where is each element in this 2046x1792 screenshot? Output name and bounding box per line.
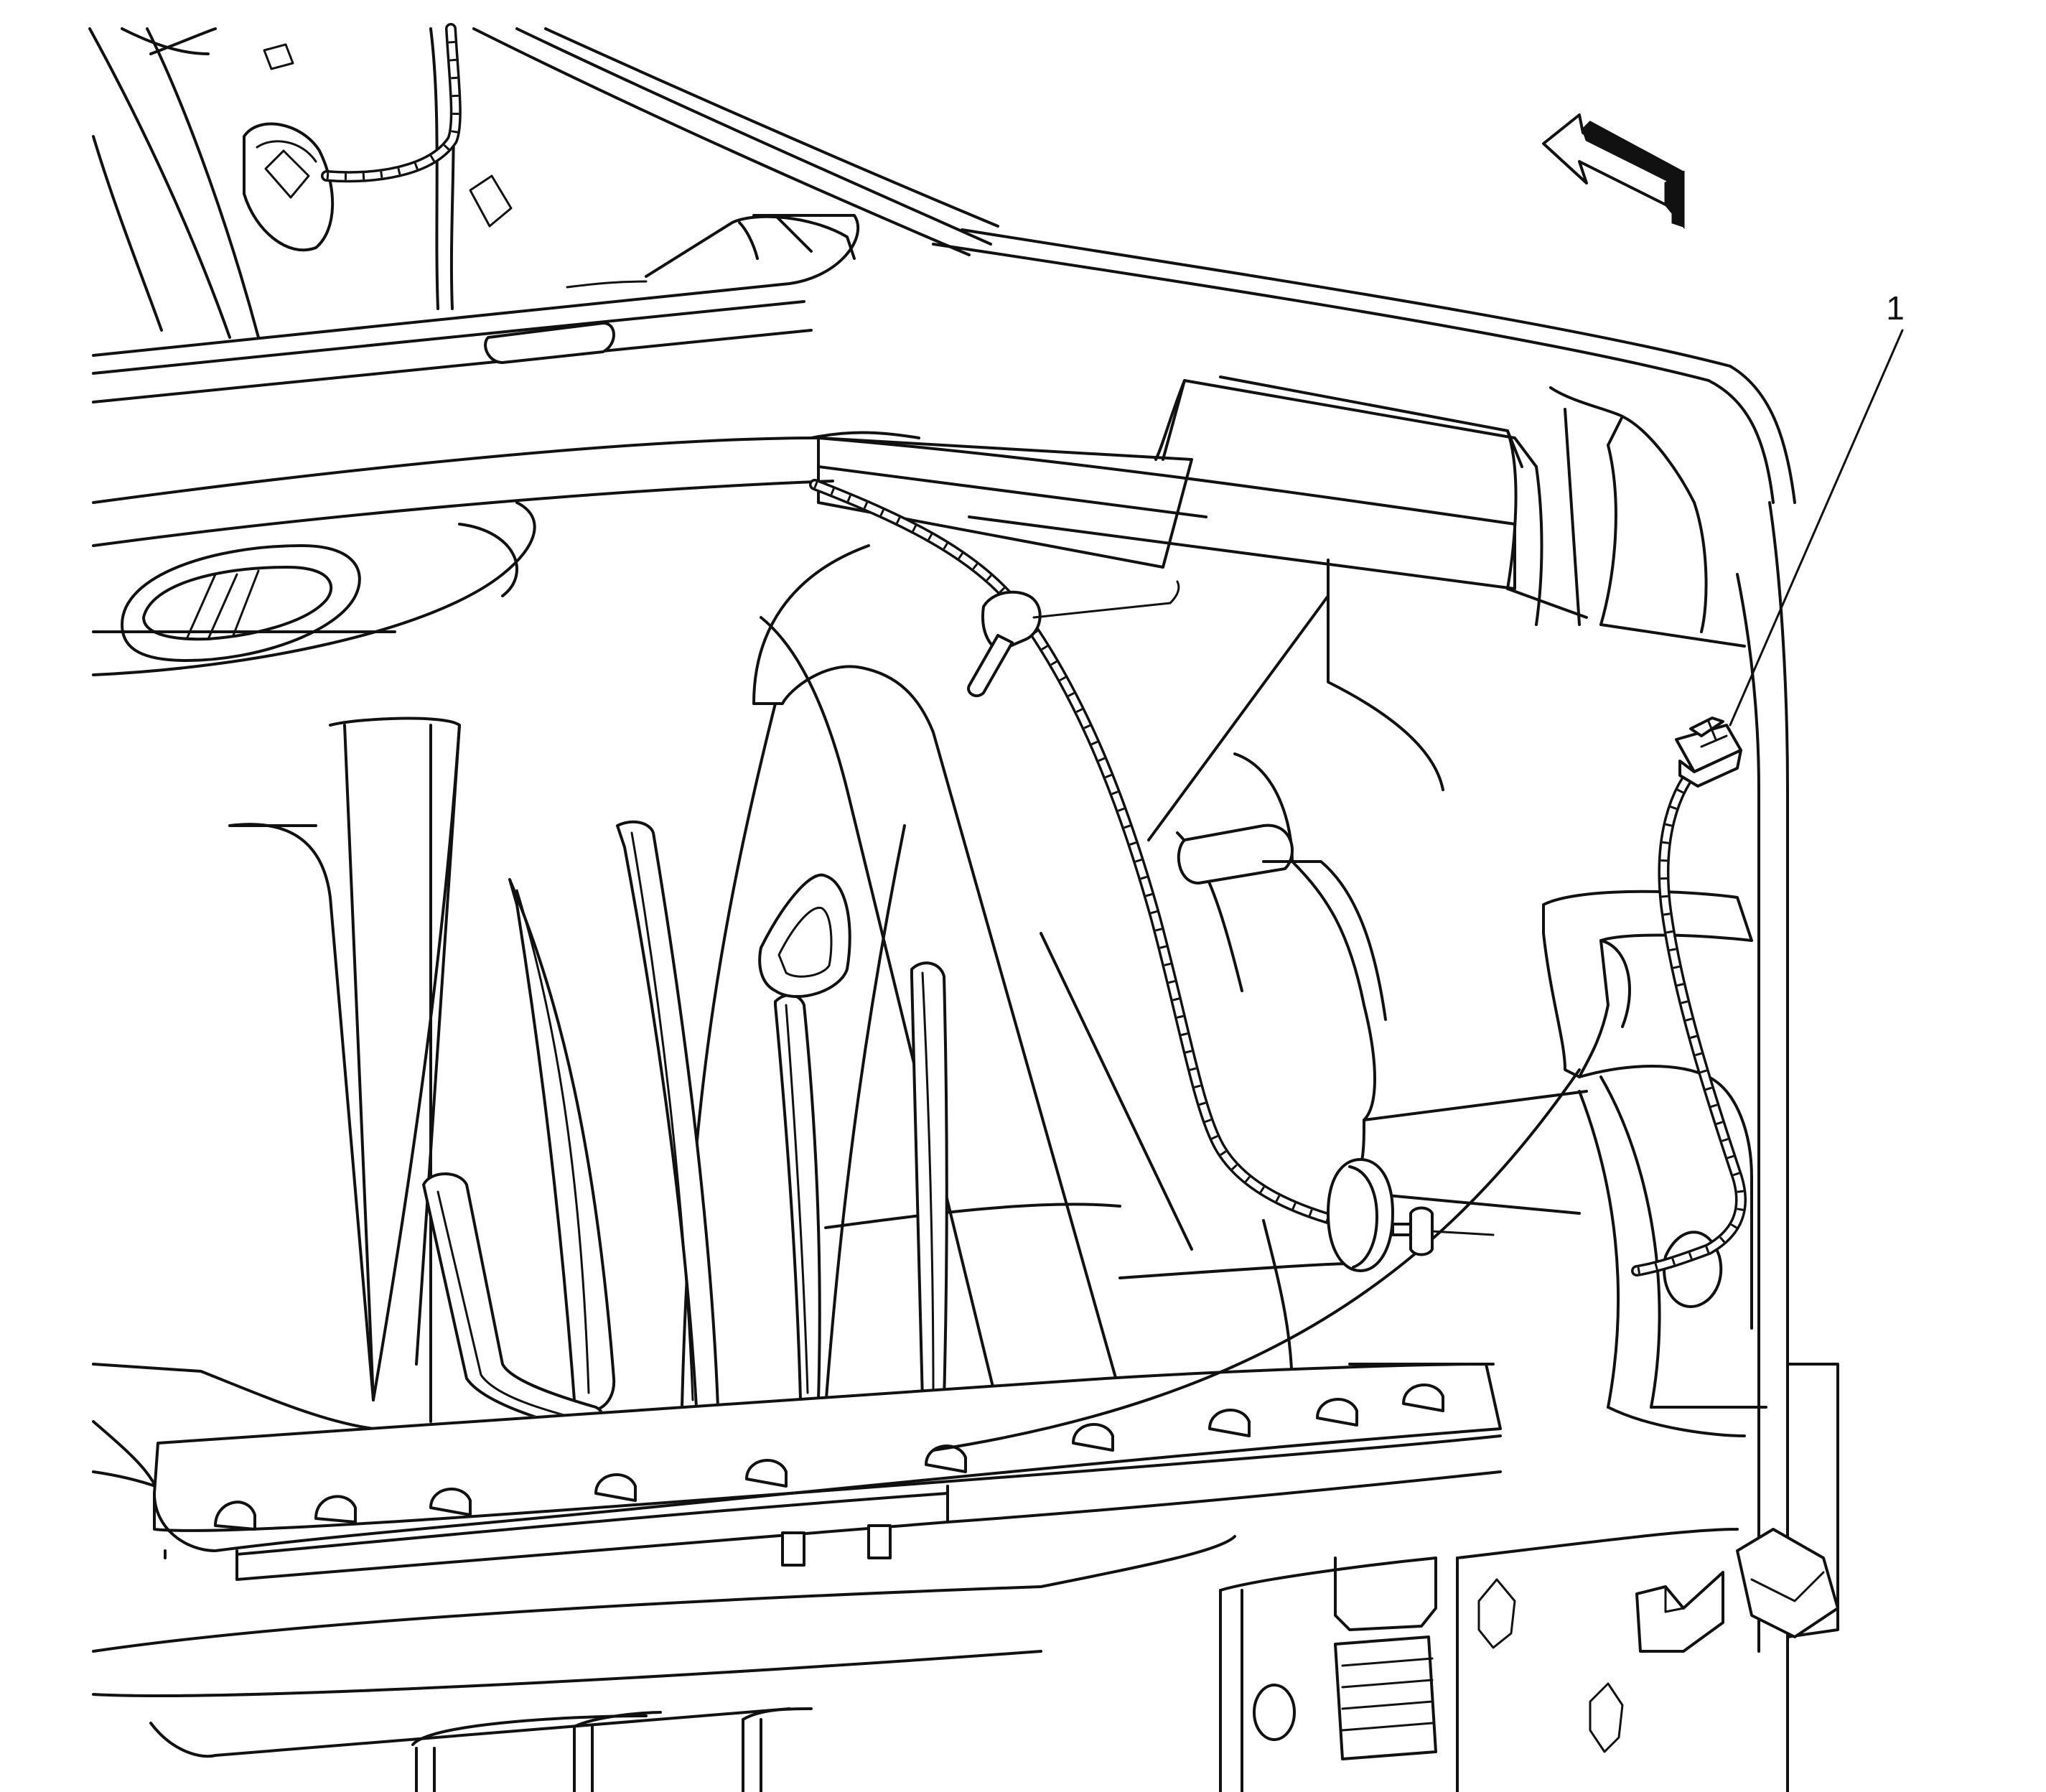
harness-connector [1675,717,1742,788]
sill-clips [214,1383,1444,1531]
lower-rocker-panel [92,1528,1839,1792]
inner-quarter-panel [752,544,1588,1409]
roof-rail [472,27,1796,504]
package-shelf-rail [92,214,1207,676]
rear-deck-opening [817,375,1839,1792]
upper-left-body-panel [88,23,513,339]
sill-slot [781,1531,805,1567]
callout-leader-line [1729,329,1904,727]
sill-slot [867,1524,892,1559]
lower-inner-panel [92,702,948,1516]
right-wiring-harness [1631,717,1747,1277]
forward-direction-arrow-icon [1542,113,1685,230]
center-wiring-harness [809,479,1495,1272]
callout-1: 1 [1729,289,1905,727]
door-sill-plate [153,1363,1502,1581]
callout-label: 1 [1886,289,1905,327]
